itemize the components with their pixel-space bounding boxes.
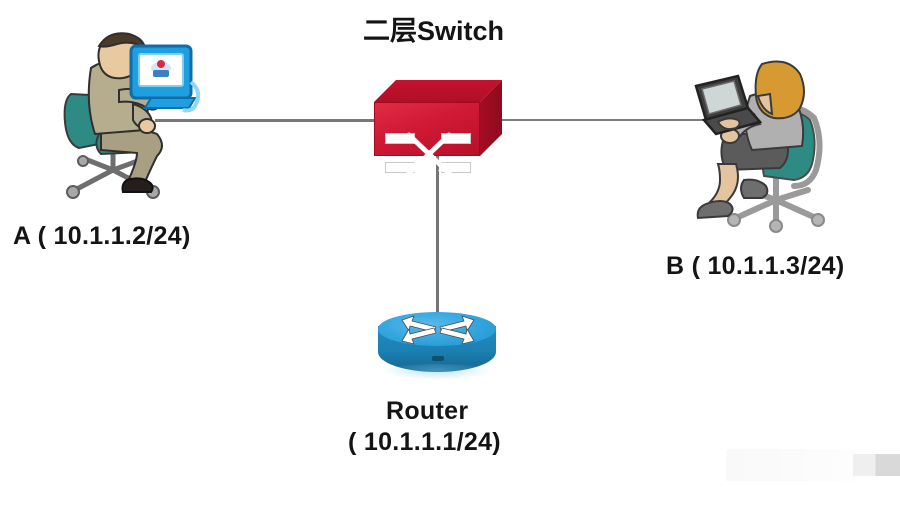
host-a-label: A ( 10.1.1.2/24)	[13, 222, 191, 250]
router-four-arrows-icon	[401, 315, 475, 345]
host-a-hand-2	[138, 118, 156, 134]
host-a-shoe	[121, 177, 154, 193]
switch-cross-arrows-icon	[406, 132, 452, 176]
router-glow	[382, 364, 492, 380]
router-front-nub	[432, 356, 444, 361]
switch-front-face	[374, 102, 480, 176]
link-host-b-to-switch	[496, 119, 732, 121]
host-b-neck	[756, 92, 774, 116]
host-b-shoe	[696, 200, 734, 220]
router-cylinder-top	[378, 312, 496, 346]
chair-b-base	[733, 171, 819, 227]
host-b-laptop-icon	[694, 74, 763, 136]
switch-device-icon	[374, 80, 502, 176]
switch-port-2	[441, 133, 471, 144]
router-ip-label: ( 10.1.1.1/24)	[348, 428, 501, 456]
router-name-label: Router	[386, 397, 469, 425]
switch-title-label: 二层Switch	[363, 16, 505, 46]
host-b-user-illustration	[694, 60, 825, 233]
link-switch-to-router	[436, 150, 439, 320]
watermark-block	[853, 454, 900, 476]
host-b-hair	[754, 60, 805, 120]
watermark-haze	[726, 449, 856, 481]
host-b-label: B ( 10.1.1.3/24)	[666, 252, 845, 280]
host-a-monitor-icon	[129, 44, 201, 113]
router-device-icon	[376, 308, 500, 382]
host-a-user-illustration	[63, 32, 201, 199]
switch-side-face	[480, 80, 502, 156]
switch-top-face	[374, 80, 502, 102]
host-b-shoe-2	[740, 178, 769, 199]
link-host-a-to-switch	[155, 119, 380, 122]
